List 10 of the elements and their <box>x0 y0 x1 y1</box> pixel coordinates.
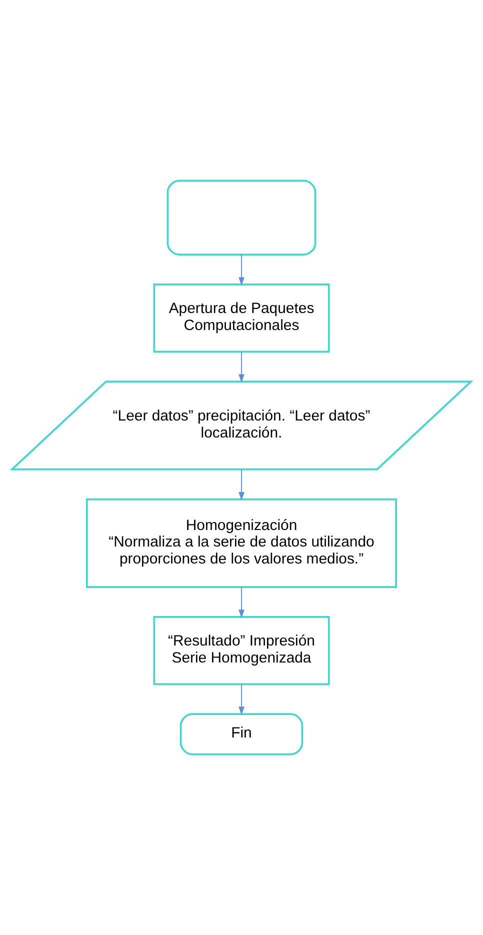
arrow <box>238 684 244 716</box>
arrow <box>238 469 244 500</box>
arrow <box>238 254 244 286</box>
node-box <box>166 180 316 256</box>
arrow <box>238 586 244 618</box>
node-box: Apertura de Paquetes Computacionales <box>153 283 330 353</box>
node-box: Homogenización “Normaliza a la serie de datos utilizando proporciones de los valores medios.” <box>86 498 398 588</box>
node-box: Fin <box>180 713 304 756</box>
node-box: “Resultado” Impresión Serie Homogenizada <box>153 616 330 686</box>
arrow <box>238 351 244 383</box>
